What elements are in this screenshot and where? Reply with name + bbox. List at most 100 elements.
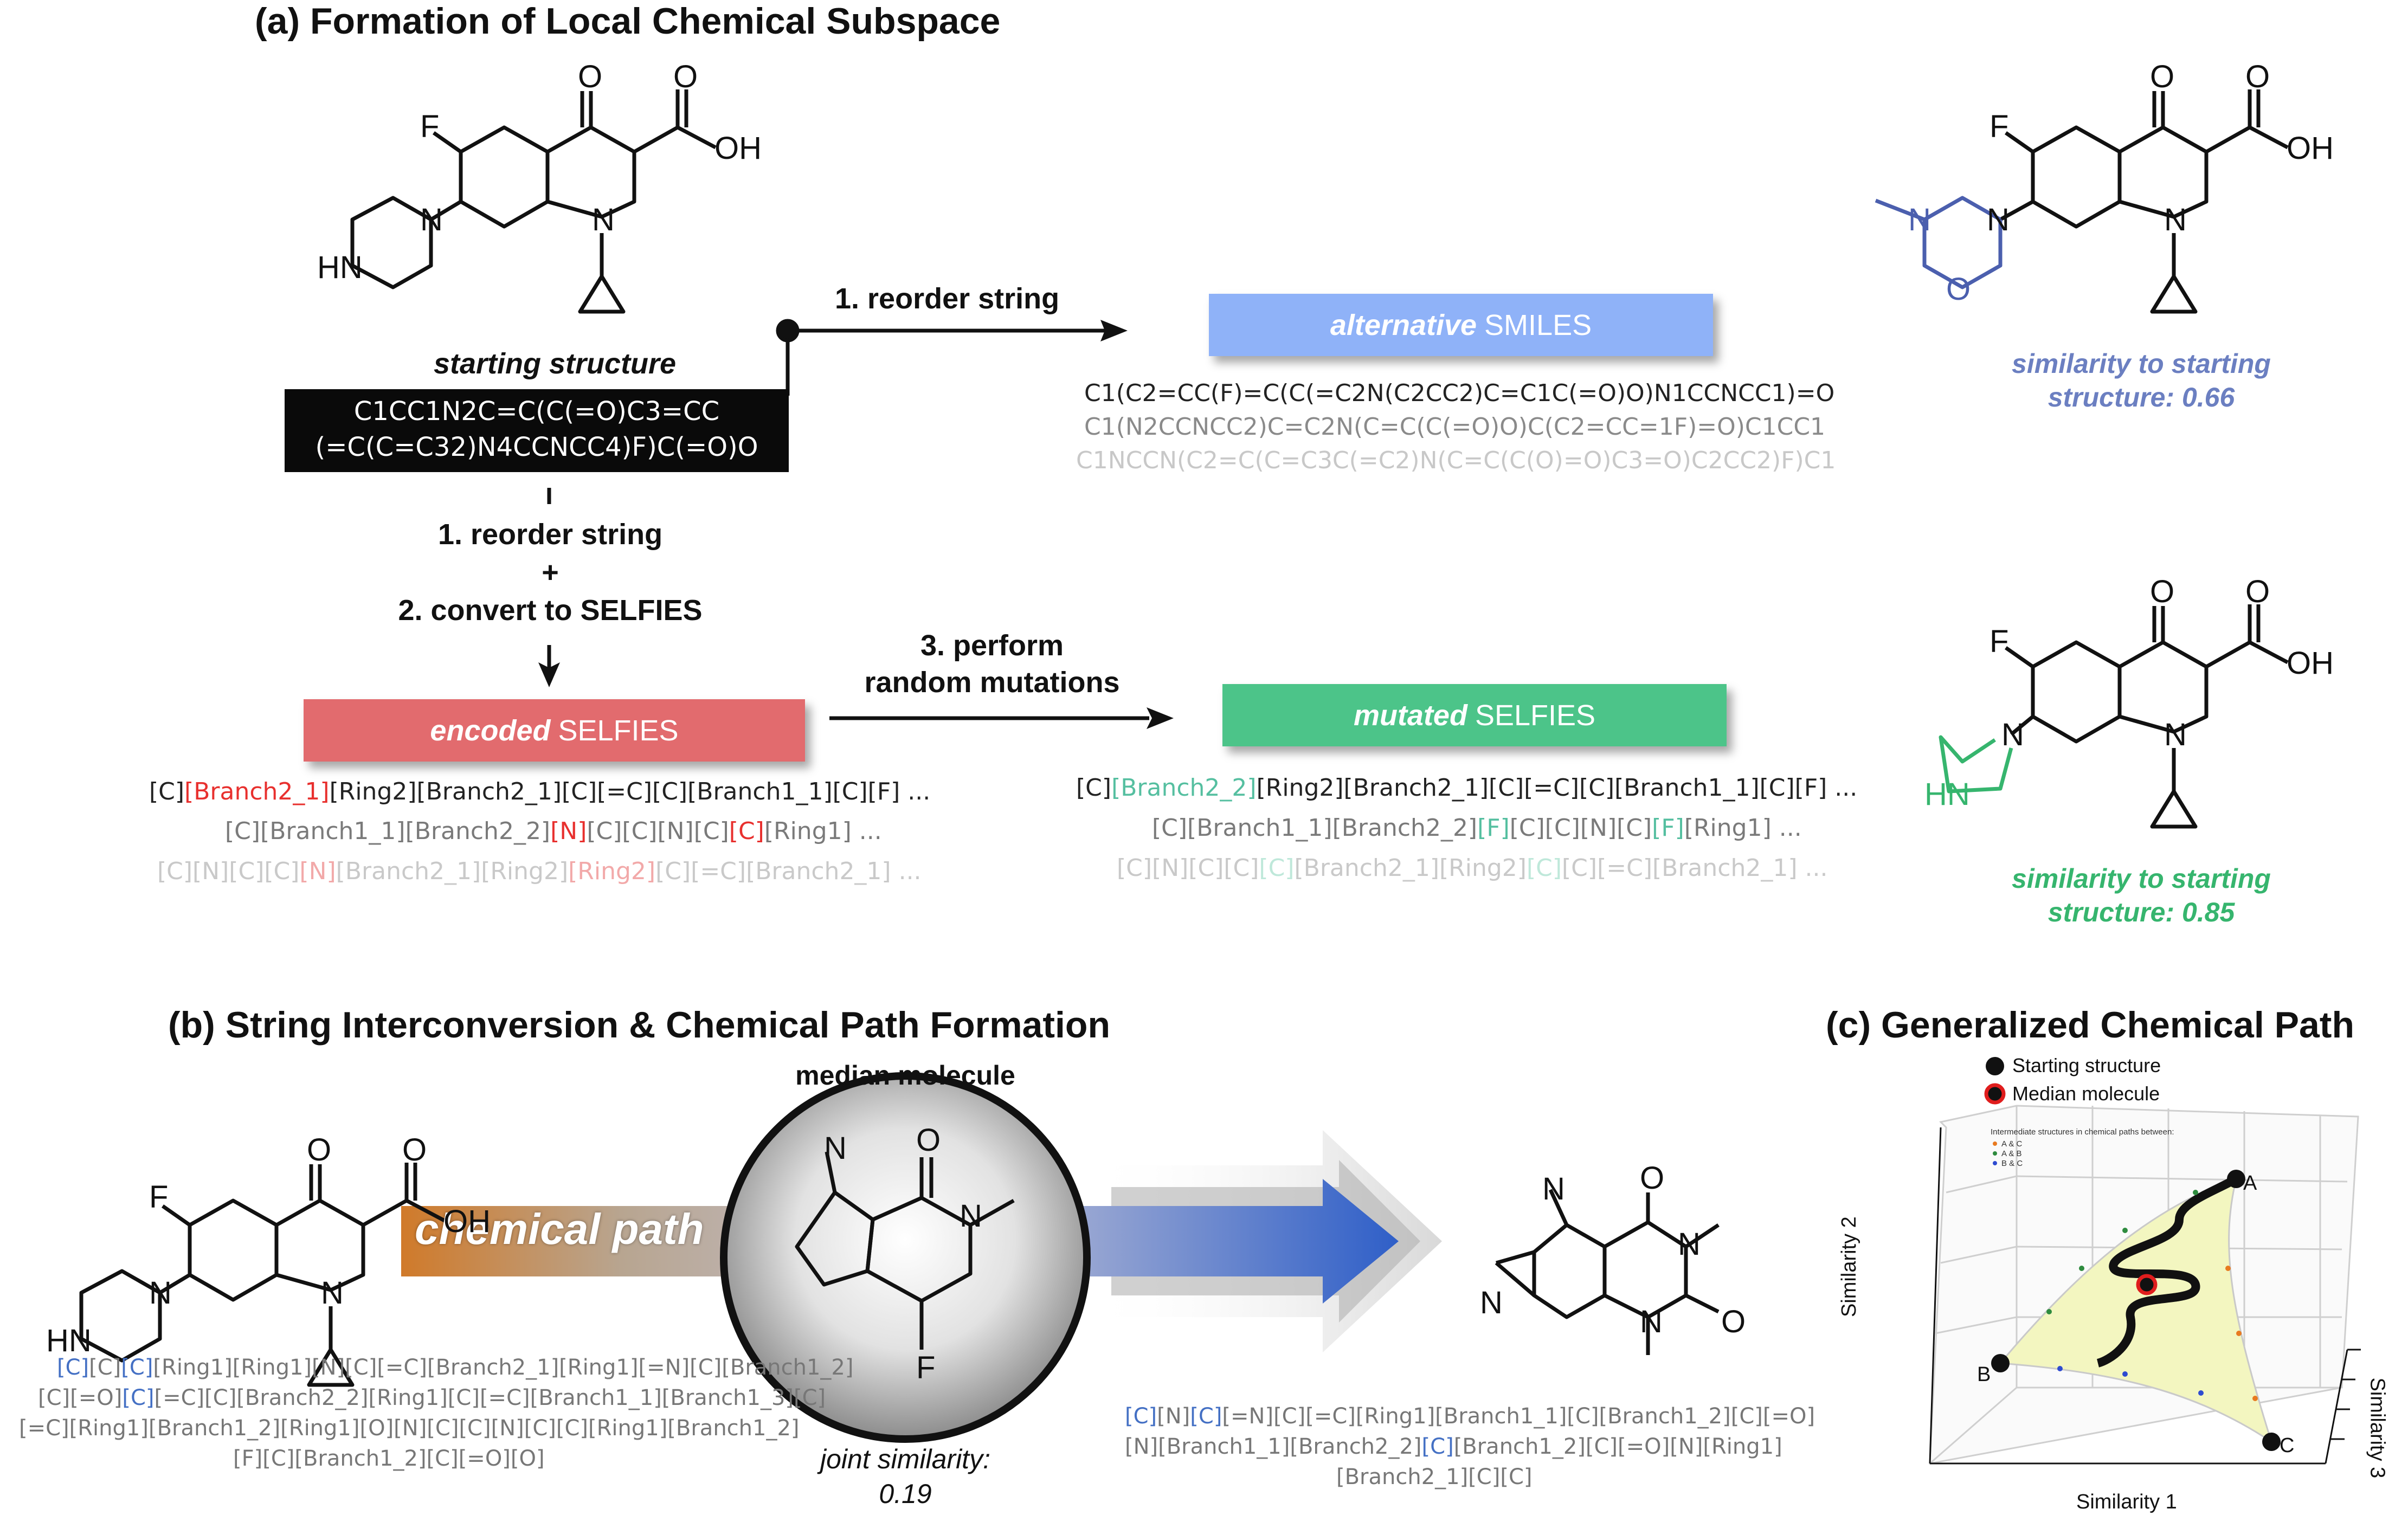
atom-label: N [321, 1275, 344, 1311]
chemical-path-3d-plot [1929, 1057, 2361, 1465]
similarity-alt-l1: similarity to starting [2012, 349, 2271, 379]
atom-label: N [592, 202, 615, 237]
atom-label: O [2245, 574, 2270, 609]
atom-label: O [1721, 1304, 1746, 1339]
mutated-molecule [1939, 604, 2289, 829]
median-marker [2136, 1274, 2158, 1295]
inner-legend-bc: B & C [2001, 1159, 2023, 1168]
atom-label: N [420, 202, 443, 237]
alt-smiles-1: C1(C2=CC(F)=C(C(=C2N(C2CC2)C=C1C(=O)O)N1… [1084, 379, 1835, 407]
mut-selfies-line-3: [C][N][C][C][C][Branch2_1][Ring2][C][C][… [1117, 854, 1828, 882]
atom-label: F [916, 1350, 936, 1385]
right-selfies-line-2: [N][Branch1_1][Branch2_2][C][Branch1_2][… [1125, 1434, 1782, 1459]
atom-label: F [1990, 624, 2009, 659]
enc-pill-rest: SELFIES [558, 714, 679, 747]
left-selfies-line-1: [C][C][C][Ring1][Ring1][N][C][=C][Branch… [57, 1355, 854, 1380]
joint-similarity: joint similarity: 0.19 [802, 1442, 1008, 1511]
atom-label: O [2150, 59, 2175, 94]
left-selfies-line-4: [F][C][Branch1_2][C][=O][O] [233, 1446, 545, 1471]
atom-label: OH [714, 131, 762, 166]
atom-label: O [1946, 272, 1971, 307]
panel-c-title: (c) Generalized Chemical Path [1826, 1004, 2354, 1046]
step-mutate-1: 3. perform [920, 629, 1064, 662]
atom-label: HN [317, 250, 363, 285]
atom-label: F [1990, 109, 2009, 144]
similarity-mut-l2: structure: 0.85 [2048, 897, 2235, 927]
joint-similarity-l2: 0.19 [879, 1479, 932, 1509]
start-smiles-line1: C1CC1N2C=C(C(=O)C3=CC [353, 396, 720, 427]
similarity-alt-l2: structure: 0.66 [2048, 382, 2235, 412]
axis-z-label: Similarity 3 [2366, 1377, 2389, 1479]
atom-label: N [2164, 717, 2187, 752]
point-a-label: A [2243, 1172, 2257, 1195]
alt-smiles-3: C1NCCN(C2=C(C=C3C(=C2)N(C=C(C(O)=O)C3=O)… [1076, 447, 1836, 474]
legend-start-marker [1986, 1057, 2004, 1075]
atom-label: O [402, 1132, 427, 1168]
atom-label: OH [2287, 646, 2334, 681]
step-down-1: 1. reorder string [437, 518, 663, 551]
inner-legend-title: Intermediate structures in chemical path… [1991, 1127, 2174, 1137]
intermediate-dots [2046, 1190, 2258, 1401]
point-c-marker [2262, 1433, 2281, 1451]
right-selfies-line-1: [C][N][C][=N][C][=C][Ring1][Branch1_1][C… [1125, 1404, 1815, 1429]
atom-label: N [1542, 1171, 1565, 1207]
enc-selfies-line-2: [C][Branch1_1][Branch2_2][N][C][C][N][C]… [225, 817, 882, 845]
start-smiles-line2: (=C(C=C32)N4CCNCC4)F)C(=O)O [315, 432, 758, 462]
similarity-mutated: similarity to starting structure: 0.85 [1952, 862, 2331, 929]
inner-legend-ac: A & C [2001, 1139, 2023, 1149]
point-c-label: C [2280, 1434, 2295, 1457]
mut-selfies-line-2: [C][Branch1_1][Branch2_2][F][C][C][N][C]… [1152, 814, 1802, 842]
alt-pill-rest: SMILES [1484, 308, 1592, 341]
mut-pill-italic: mutated [1353, 699, 1467, 732]
chemical-path-curve [2096, 1175, 2238, 1368]
atom-label: F [149, 1179, 169, 1215]
panel-a-title: (a) Formation of Local Chemical Subspace [255, 1, 1001, 42]
atom-label: N [2164, 202, 2187, 237]
left-selfies-line-3: [=C][Ring1][Branch1_2][Ring1][O][N][C][C… [19, 1416, 800, 1441]
inner-legend-ab: A & B [2001, 1149, 2022, 1158]
enc-selfies-line-3: [C][N][C][C][N][Branch2_1][Ring2][Ring2]… [157, 857, 922, 885]
atom-label: N [149, 1275, 172, 1311]
mut-pill-rest: SELFIES [1475, 699, 1596, 732]
axis-x-label: Similarity 1 [2076, 1491, 2177, 1513]
atom-label: N [1908, 202, 1931, 237]
atom-label: N [1678, 1227, 1701, 1262]
alt-pill-italic: alternative [1330, 308, 1477, 341]
atom-label: O [1640, 1160, 1665, 1196]
enc-selfies-line-1: [C][Branch2_1][Ring2][Branch2_1][C][=C][… [149, 778, 931, 805]
right-selfies-line-3: [Branch2_1][C][C] [1336, 1465, 1533, 1489]
step-reorder-right: 1. reorder string [835, 282, 1060, 315]
alt-smiles-2: C1(N2CCNCC2)C=C2N(C=C(C(=O)O)C(C2=CC=1F)… [1084, 413, 1826, 441]
atom-label: N [824, 1131, 847, 1166]
panel-b-title: (b) String Interconversion & Chemical Pa… [168, 1004, 1110, 1046]
start-smiles-box: C1CC1N2C=C(C(=O)C3=CC (=C(C=C32)N4CCNCC4… [285, 389, 789, 472]
right-molecule-b [1495, 1189, 1720, 1355]
enc-pill-italic: encoded [430, 714, 551, 747]
atom-label: O [578, 59, 603, 94]
alternative-molecule [1875, 89, 2289, 314]
legend-median-marker [1984, 1083, 2006, 1105]
similarity-mut-l1: similarity to starting [2012, 863, 2271, 894]
atom-label: O [2150, 574, 2175, 609]
atom-label: HN [46, 1323, 92, 1358]
atom-label: N [1480, 1285, 1503, 1320]
step-mutate-2: random mutations [864, 666, 1120, 699]
step-down-plus: + [542, 556, 559, 589]
reorder-arrow-right [776, 319, 1128, 396]
legend-median-label: Median molecule [2012, 1082, 2160, 1105]
atom-label: OH [2287, 131, 2334, 166]
step-down-2: 2. convert to SELFIES [398, 594, 703, 627]
atom-label: OH [443, 1204, 491, 1239]
atom-label: N [1640, 1304, 1663, 1339]
chemical-path-label: chemical path [415, 1205, 704, 1253]
atom-label: HN [1924, 777, 1970, 812]
atom-label: O [916, 1123, 941, 1158]
atom-label: N [1987, 202, 2010, 237]
atom-label: O [307, 1132, 332, 1168]
legend-start-label: Starting structure [2012, 1054, 2161, 1076]
